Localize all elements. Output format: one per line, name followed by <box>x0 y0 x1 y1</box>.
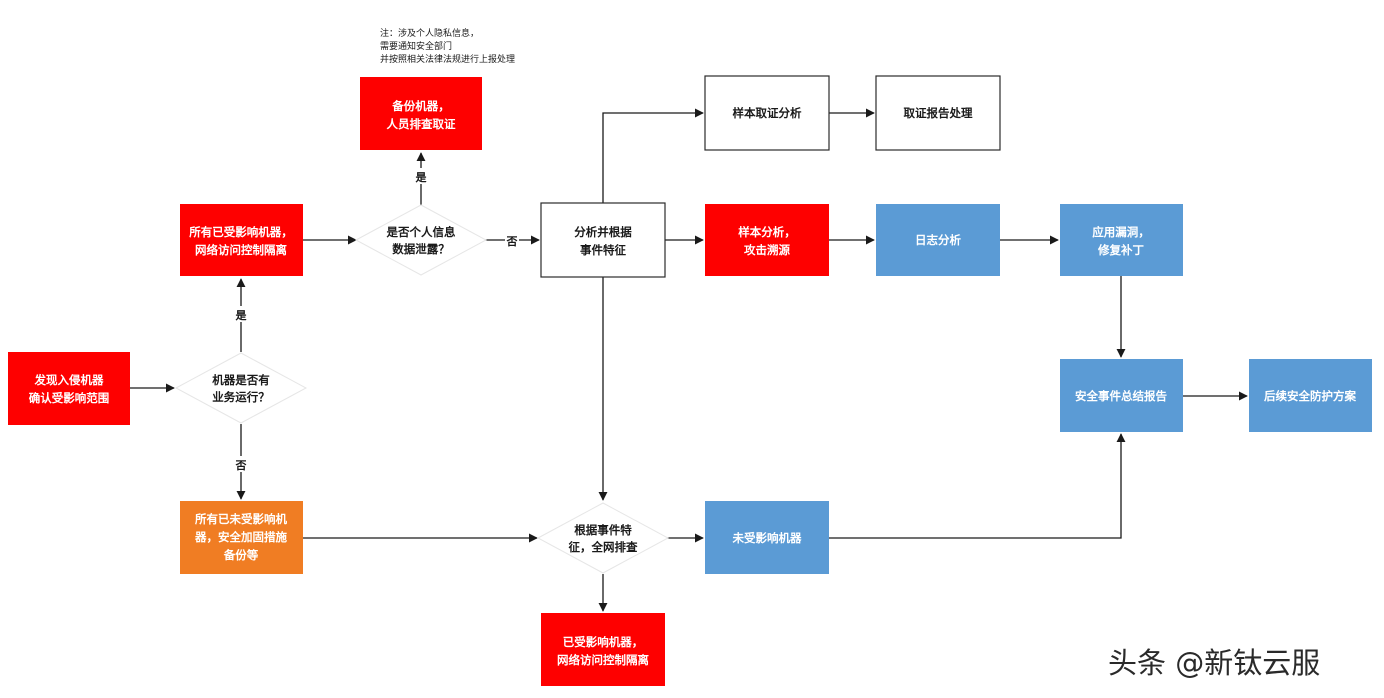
node-text: 确认受影响范围 <box>29 391 110 405</box>
label-no-d1: 否 <box>235 459 247 472</box>
node-r5: 已受影响机器， 网络访问控制隔离 <box>541 613 665 686</box>
node-text: 发现入侵机器 <box>34 373 104 387</box>
node-text: 取证报告处理 <box>904 106 973 120</box>
label-yes-d1: 是 <box>235 309 248 322</box>
node-b5: 未受影响机器 <box>705 501 829 574</box>
node-b1: 日志分析 <box>876 204 1000 276</box>
node-text: 征，全网排查 <box>569 540 638 554</box>
node-text: 安全事件总结报告 <box>1075 389 1167 403</box>
decision-d3: 根据事件特 征，全网排查 <box>536 502 670 574</box>
node-text: 样本分析， <box>738 225 796 239</box>
decision-d1: 机器是否有 业务运行？ <box>174 352 308 424</box>
node-text: 数据泄露？ <box>392 242 450 256</box>
node-r4: 样本分析， 攻击溯源 <box>705 204 829 276</box>
node-r2: 所有已受影响机器， 网络访问控制隔离 <box>180 204 303 276</box>
node-text: 样本取证分析 <box>733 106 802 120</box>
node-text: 事件特征 <box>580 243 626 257</box>
edge-b5-b3 <box>829 433 1126 539</box>
node-text: 备份等 <box>223 548 259 562</box>
node-text: 攻击溯源 <box>744 243 790 257</box>
watermark: 头条 @新钛云服 <box>1108 646 1321 680</box>
node-b4: 后续安全防护方案 <box>1249 359 1372 432</box>
node-text: 所有已未受影响机 <box>195 512 287 526</box>
node-b2: 应用漏洞， 修复补丁 <box>1060 204 1183 276</box>
node-text: 网络访问控制隔离 <box>195 243 287 257</box>
node-text: 器，安全加固措施 <box>194 530 287 544</box>
node-n1: 发现入侵机器 确认受影响范围 <box>8 352 130 425</box>
node-text: 备份机器， <box>391 99 450 113</box>
note-line: 注：涉及个人隐私信息， <box>380 27 479 39</box>
note: 注：涉及个人隐私信息， 需要通知安全部门 并按照相关法律法规进行上报处理 <box>380 27 515 65</box>
node-text: 人员排查取证 <box>387 117 456 131</box>
note-line: 需要通知安全部门 <box>380 40 452 52</box>
note-line: 并按照相关法律法规进行上报处理 <box>380 53 515 65</box>
node-text: 所有已受影响机器， <box>189 225 293 239</box>
label-no-d2: 否 <box>506 235 518 248</box>
node-r3: 备份机器， 人员排查取证 <box>360 77 482 150</box>
node-text: 后续安全防护方案 <box>1264 389 1356 403</box>
node-text: 应用漏洞， <box>1092 225 1150 239</box>
node-text: 分析并根据 <box>574 225 632 239</box>
node-text: 未受影响机器 <box>732 531 802 545</box>
node-c1: 分析并根据 事件特征 <box>540 202 666 278</box>
decision-d2: 是否个人信息 数据泄露？ <box>354 204 488 276</box>
node-text: 修复补丁 <box>1097 243 1144 257</box>
node-b3: 安全事件总结报告 <box>1060 359 1183 432</box>
node-text: 是否个人信息 <box>386 225 456 239</box>
node-w1: 样本取证分析 <box>704 75 830 151</box>
node-text: 已受影响机器， <box>563 635 644 649</box>
node-text: 机器是否有 <box>212 373 270 387</box>
node-text: 根据事件特 <box>574 523 632 537</box>
edge-labels: 是 否 是 否 <box>234 168 519 472</box>
node-text: 业务运行？ <box>212 390 270 404</box>
node-text: 日志分析 <box>915 233 961 247</box>
edge-c1-w1 <box>602 108 704 203</box>
edges <box>130 108 1248 612</box>
node-text: 网络访问控制隔离 <box>557 653 649 667</box>
node-w2: 取证报告处理 <box>875 75 1001 151</box>
label-yes-d2: 是 <box>415 171 428 184</box>
node-o1: 所有已未受影响机 器，安全加固措施 备份等 <box>180 501 303 574</box>
